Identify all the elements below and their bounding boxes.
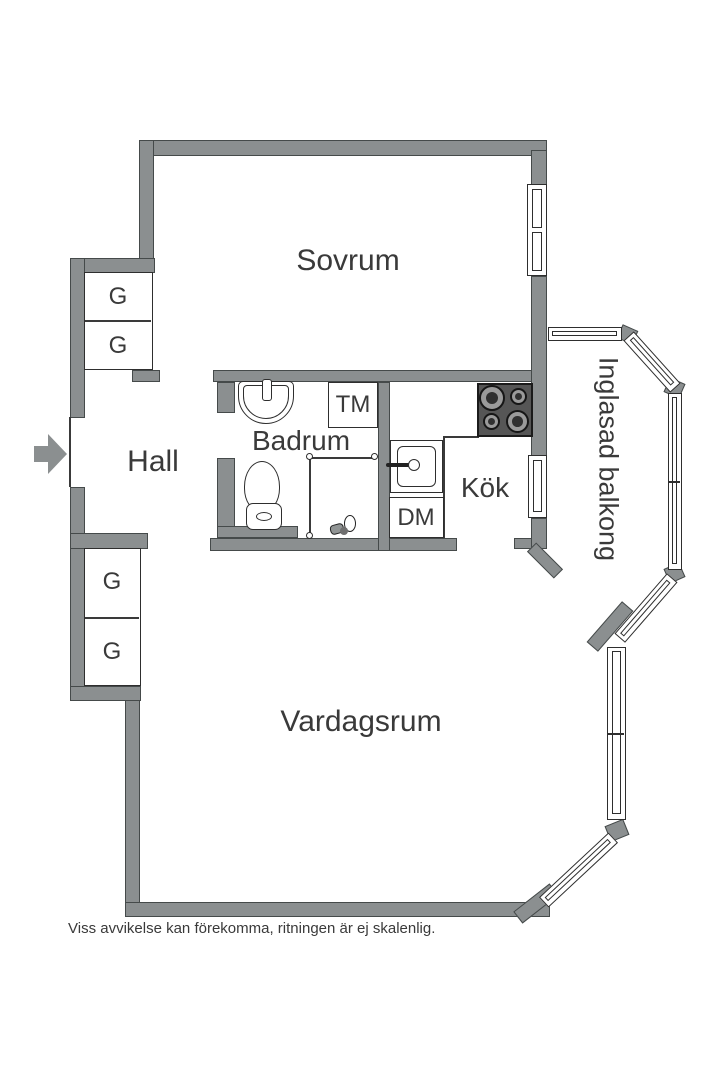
stove-burner-1 xyxy=(479,385,505,411)
closet-lower-group xyxy=(84,548,141,686)
kitchen-counter-line-h xyxy=(443,436,479,438)
balcony-window-diagonal-upper-sash xyxy=(629,336,675,386)
closet-upper-divider xyxy=(85,320,151,322)
kitchen-window xyxy=(528,455,547,518)
stove-burner-2 xyxy=(510,388,527,405)
balcony-window-right xyxy=(668,393,682,570)
closet-upper-group xyxy=(84,272,153,370)
wall-sovrum-left xyxy=(139,140,154,272)
balcony-window-top xyxy=(548,327,622,341)
closet-label-3: G xyxy=(102,568,122,595)
shower-corner-dot-1 xyxy=(306,453,313,460)
kitchen-window-sash xyxy=(532,459,542,512)
wall-left-lower xyxy=(70,487,85,701)
entry-arrow-head xyxy=(48,434,67,474)
shower-head-icon-3 xyxy=(340,527,348,535)
wall-hall-stub xyxy=(70,533,148,549)
balcony-window-top-sash xyxy=(552,330,617,336)
fixture-label-dm: DM xyxy=(397,504,435,531)
wall-left-upper xyxy=(70,258,85,418)
bay-window-diagonal-sash xyxy=(544,838,611,902)
wall-badrum-bottom xyxy=(210,538,457,551)
wall-vardagsrum-left xyxy=(125,700,140,916)
wall-badrum-stub-top xyxy=(217,382,235,413)
room-label-badrum: Badrum xyxy=(251,425,351,456)
balcony-window-right-divider xyxy=(669,481,680,483)
wall-kitchen-stub xyxy=(514,538,532,549)
wall-bottom xyxy=(125,902,550,917)
bathroom-sink-tap xyxy=(262,379,272,401)
wall-badrum-stub-bottom xyxy=(217,458,235,528)
stove-burner-3 xyxy=(483,413,500,430)
wall-top xyxy=(139,140,547,156)
stove-burner-4 xyxy=(506,410,529,433)
entry-arrow-icon xyxy=(34,446,50,462)
dishwasher-box xyxy=(389,497,444,538)
closet-label-4: G xyxy=(102,638,122,665)
entry-threshold-line xyxy=(69,417,71,487)
bay-window-vertical xyxy=(607,647,626,820)
shower-line-vertical xyxy=(309,457,311,537)
wall-closet2-bottom xyxy=(70,686,141,701)
sovrum-window xyxy=(527,184,547,276)
bay-window-diagonal xyxy=(538,832,619,908)
closet-label-1: G xyxy=(108,283,128,310)
room-label-sovrum: Sovrum xyxy=(296,244,400,277)
sovrum-window-sash-top xyxy=(531,188,542,228)
sovrum-window-sash-bottom xyxy=(531,231,542,271)
toilet-flush-button xyxy=(256,512,272,521)
kitchen-counter-line-v xyxy=(443,436,445,538)
balcony-window-right-sash xyxy=(671,397,677,564)
room-label-balkong: Inglasad balkong xyxy=(593,356,624,562)
room-label-vardagsrum: Vardagsrum xyxy=(280,705,442,738)
balcony-window-diagonal-upper xyxy=(623,331,681,393)
wall-closet1-stub xyxy=(132,370,160,382)
bay-window-vertical-sash xyxy=(611,651,621,814)
washing-machine-box xyxy=(328,382,378,428)
wall-right-mid xyxy=(531,276,547,456)
kitchen-faucet-bar xyxy=(386,463,410,467)
closet-label-2: G xyxy=(108,332,128,359)
room-label-hall: Hall xyxy=(127,445,179,478)
fixture-label-tm: TM xyxy=(335,391,371,418)
shower-corner-dot-3 xyxy=(306,532,313,539)
room-label-kok: Kök xyxy=(460,472,510,503)
wall-right-upper xyxy=(531,150,547,186)
closet-lower-divider xyxy=(85,617,139,619)
shower-line-horizontal xyxy=(309,457,377,459)
bay-window-vertical-divider xyxy=(608,733,624,735)
shower-corner-dot-2 xyxy=(371,453,378,460)
kitchen-faucet-knob xyxy=(408,459,420,471)
disclaimer-caption: Viss avvikelse kan förekomma, ritningen … xyxy=(68,920,436,937)
